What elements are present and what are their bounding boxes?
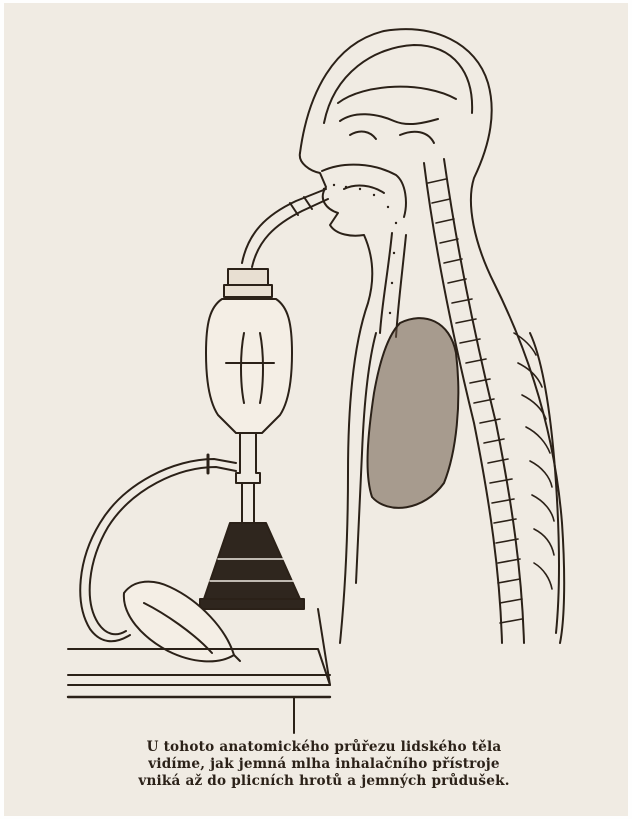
anatomical-cross-section-icon xyxy=(300,29,564,643)
caption-line-1: U tohoto anatomického průřezu lidského t… xyxy=(74,739,574,756)
caption-line-3: vniká až do plicních hrotů a jemných prů… xyxy=(74,773,574,790)
caption: U tohoto anatomického průřezu lidského t… xyxy=(74,739,574,790)
print-page: U tohoto anatomického průřezu lidského t… xyxy=(4,3,628,816)
caption-line-2: vidíme, jak jemná mlha inhalačního příst… xyxy=(74,756,574,773)
inhaler-apparatus-icon xyxy=(80,189,328,641)
engraving-illustration xyxy=(4,3,628,816)
